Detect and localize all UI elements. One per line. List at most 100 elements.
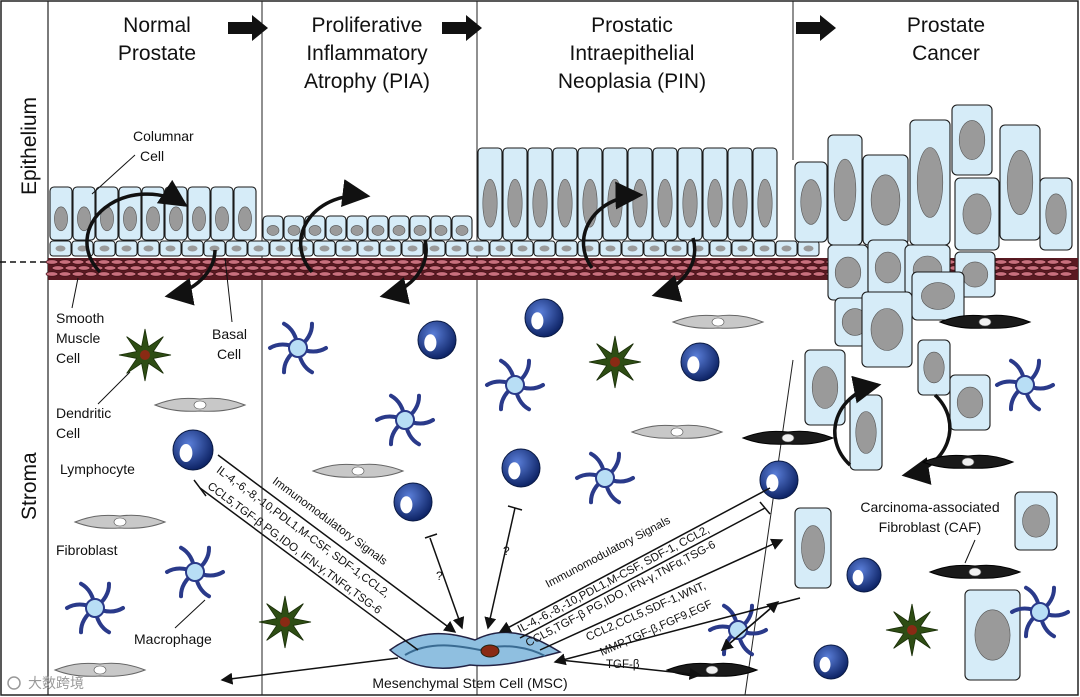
smooth-muscle-cell <box>994 259 1008 265</box>
label-dendritic-2: Cell <box>56 425 80 441</box>
smooth-muscle-cell <box>123 259 137 265</box>
smooth-muscle-cell <box>1039 265 1053 271</box>
smooth-muscle-cell <box>786 271 800 277</box>
stage-title-pin-3: Neoplasia (PIN) <box>558 70 706 93</box>
smooth-muscle-cell <box>272 265 286 271</box>
basal-cell-nucleus <box>627 245 638 252</box>
smooth-muscle-cell <box>389 265 403 271</box>
lymphocyte-body <box>813 644 849 680</box>
smooth-muscle-cell <box>760 259 774 265</box>
leader-columnar <box>91 154 136 195</box>
smooth-muscle-cell <box>766 265 780 271</box>
turnover-arrow-cancer-right <box>901 393 952 485</box>
lymphocyte-highlight <box>766 474 779 492</box>
smooth-muscle-cell <box>1052 265 1066 271</box>
inhibit-bar-lymphocyte <box>193 479 207 497</box>
columnar-cell-nucleus <box>532 178 548 228</box>
smooth-muscle-cell <box>571 265 585 271</box>
smooth-muscle-cell <box>162 271 176 277</box>
macrophage-nucleus <box>185 562 205 582</box>
smooth-muscle-cell <box>708 271 722 277</box>
basal-cell-nucleus <box>363 245 374 252</box>
stage-title-cancer-1: Prostate <box>907 14 985 37</box>
stage-title-pin-2: Intraepithelial <box>570 42 695 65</box>
basal-cell-layer <box>49 240 820 257</box>
fibroblast-nucleus <box>961 457 975 467</box>
basal-cell-nucleus <box>165 245 176 252</box>
columnar-cell-nucleus <box>507 178 523 228</box>
macrophage-arms <box>575 451 635 505</box>
lymphocyte-body <box>524 298 564 338</box>
macrophage-nucleus <box>85 598 105 618</box>
basal-cell-nucleus <box>803 245 814 252</box>
smooth-muscle-cell <box>311 265 325 271</box>
cancer-cell-nucleus <box>923 351 945 384</box>
macrophage-nucleus <box>505 375 525 395</box>
fibroblast-nucleus <box>781 433 795 443</box>
columnar-cell-nucleus <box>632 178 648 228</box>
smooth-muscle-cell <box>1059 271 1073 277</box>
lymphocyte-body <box>759 460 799 500</box>
lymphocyte-body <box>501 448 541 488</box>
macrophage-nucleus <box>595 468 615 488</box>
cancer-cell-nucleus <box>870 308 904 351</box>
smooth-muscle-cell <box>428 265 442 271</box>
lymphocyte <box>846 557 882 593</box>
columnar-cell-nucleus <box>350 225 364 236</box>
smooth-muscle-cell <box>740 265 754 271</box>
smooth-muscle-cell <box>233 265 247 271</box>
turnover-arrow-pia-bottom <box>379 239 428 305</box>
smooth-muscle-cell <box>1046 271 1060 277</box>
smooth-muscle-cell <box>1033 271 1047 277</box>
dendritic-nucleus <box>610 357 620 367</box>
smooth-muscle-cell <box>448 259 462 265</box>
fibroblast-nucleus <box>93 665 107 675</box>
stage-title-normal-2: Prostate <box>118 42 196 65</box>
basal-cell-nucleus <box>759 245 770 252</box>
dendritic-cell <box>118 328 172 382</box>
smooth-muscle-cell <box>64 265 78 271</box>
smooth-muscle-cell <box>370 271 384 277</box>
columnar-cell-nucleus <box>682 178 698 228</box>
fibroblast-nucleus <box>670 427 684 437</box>
basal-cell-nucleus <box>253 245 264 252</box>
macrophage-arms <box>375 393 435 447</box>
signals-left-list: IL-4,-6,-8,-10,PDL1,M-CSF, SDF-1,CCL2, <box>214 464 392 600</box>
smooth-muscle-cell <box>45 271 59 277</box>
smooth-muscle-cell <box>350 265 364 271</box>
smooth-muscle-cell <box>500 271 514 277</box>
columnar-cell-nucleus <box>238 206 252 232</box>
smooth-muscle-cell <box>45 259 59 265</box>
cancer-cell-nucleus <box>974 609 1011 661</box>
caf-cell <box>665 662 759 677</box>
basal-cell-nucleus <box>209 245 220 252</box>
basal-cell-nucleus <box>671 245 682 252</box>
macrophage-arms <box>485 358 545 412</box>
turnover-arrow-normal-bottom <box>164 249 217 306</box>
columnar-cell-nucleus <box>123 206 137 232</box>
smooth-muscle-cell <box>77 265 91 271</box>
smooth-muscle-cell <box>695 271 709 277</box>
cancer-cell-nucleus <box>962 193 992 235</box>
smooth-muscle-cell <box>474 259 488 265</box>
lymphocyte-highlight <box>687 356 700 374</box>
smooth-muscle-cell <box>97 271 111 277</box>
cancer-cell-nucleus <box>811 366 839 409</box>
smooth-muscle-cell <box>792 265 806 271</box>
macrophage-arms <box>1010 585 1070 639</box>
smooth-muscle-cell <box>448 271 462 277</box>
arrow-msc-to-fibroblast <box>220 657 399 685</box>
lymphocyte-body <box>393 482 433 522</box>
smooth-muscle-cell <box>519 265 533 271</box>
macrophage <box>708 603 768 657</box>
columnar-cell-nucleus <box>54 206 68 232</box>
smooth-muscle-cell <box>253 259 267 265</box>
cancer-cell-nucleus <box>800 179 822 225</box>
smooth-muscle-cell <box>383 271 397 277</box>
lymphocyte <box>417 320 457 360</box>
columnar-cell-nucleus <box>657 178 673 228</box>
leader-basal <box>224 257 233 323</box>
basal-cell-nucleus <box>649 245 660 252</box>
lymphocyte-highlight <box>819 656 831 673</box>
fibroblast-cell <box>311 463 405 478</box>
